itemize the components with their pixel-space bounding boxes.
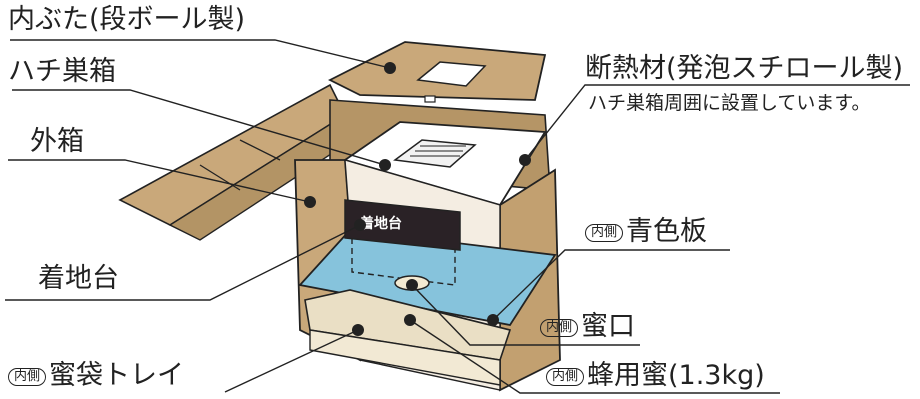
label-bee-honey: 蜂用蜜(1.3kg): [587, 360, 765, 391]
leader-outer-box: [8, 159, 311, 203]
inner-side-badge: 内側: [540, 319, 579, 338]
label-honey-outlet: 蜜口: [581, 311, 636, 342]
label-landing-board: 着地台: [38, 263, 119, 294]
hive-top: [393, 139, 477, 168]
label-outer-box: 外箱: [30, 126, 84, 157]
label-blue-board-group: 内側青色板: [585, 218, 707, 245]
leader-insulation: [524, 84, 910, 161]
inner-side-badge: 内側: [8, 368, 47, 387]
label-insulation: 断熱材(発泡スチロール製): [585, 53, 904, 84]
inner-lid-notch: [424, 95, 436, 103]
blue-board: [298, 229, 557, 326]
inner-side-badge: 内側: [585, 224, 624, 243]
landing-board-sign: [344, 199, 461, 251]
label-honey-tray: 蜜袋トレイ: [49, 360, 185, 391]
leader-honey-outlet: [411, 284, 640, 346]
leader-landing-board: [5, 224, 361, 301]
label-insulation-note: ハチ巣箱周囲に設置しています。: [588, 92, 871, 114]
label-honey-outlet-group: 内側蜜口: [540, 313, 635, 340]
leader-bee-honey: [409, 319, 780, 394]
label-honey-tray-group: 内側蜜袋トレイ: [8, 362, 184, 389]
leader-inner-lid: [10, 39, 391, 69]
label-inner-lid: 内ぶた(段ボール製): [8, 4, 246, 35]
landing-board-print: 着地台: [359, 215, 402, 232]
label-hive-box: ハチ巣箱: [8, 56, 116, 87]
leader-blue-board: [492, 249, 730, 321]
leader-honey-tray: [224, 329, 359, 393]
leader-hive-box: [12, 89, 386, 166]
inner-lid-window: [416, 61, 487, 87]
label-bee-honey-group: 内側蜂用蜜(1.3kg): [546, 362, 765, 389]
inner-side-badge: 内側: [546, 368, 585, 387]
label-blue-board: 青色板: [626, 216, 708, 247]
